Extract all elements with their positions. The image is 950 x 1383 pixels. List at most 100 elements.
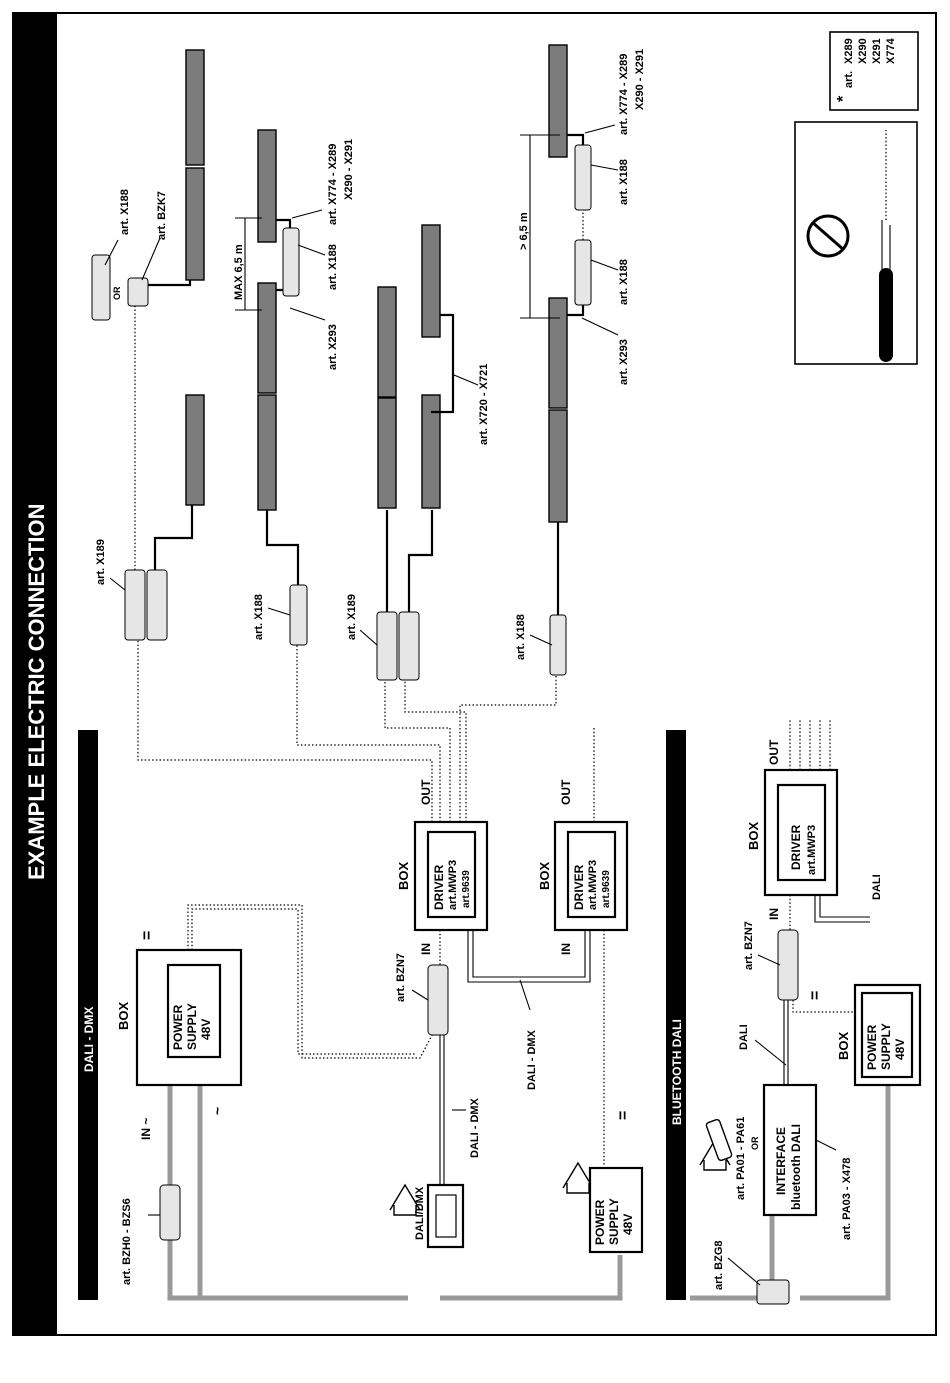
x188-4b-leader bbox=[590, 259, 619, 271]
bzh0-connector bbox=[159, 1184, 181, 1241]
dali-dmx-wire-label: DALI - DMX bbox=[469, 1097, 481, 1158]
x774-label-2b: X290 - X291 bbox=[634, 49, 646, 110]
bzg8-label: art. BZG8 bbox=[713, 1240, 725, 1290]
legend-item-4: X774 bbox=[885, 37, 897, 64]
x720-label: art. X720 - X721 bbox=[478, 364, 490, 445]
interface-line2: bluetooth DALI bbox=[789, 1124, 803, 1210]
light-bar-4c bbox=[548, 44, 568, 158]
bt-dc-label: = bbox=[807, 991, 824, 1000]
dc-wire-ps1b bbox=[191, 908, 416, 1055]
row2-lead bbox=[265, 510, 300, 585]
light-bar-2c bbox=[257, 129, 277, 243]
x189-1-leader bbox=[109, 577, 126, 591]
light-bar-1a bbox=[185, 394, 205, 506]
section-band-bluetooth bbox=[666, 730, 686, 1300]
driver3-dali-label: DALI bbox=[871, 874, 883, 900]
driver3-line2: art.MWP3 bbox=[806, 825, 818, 875]
bzn7-2-label: art. BZN7 bbox=[743, 921, 755, 970]
x189-splitter-1b bbox=[146, 569, 168, 641]
dmx-bus-leader bbox=[519, 979, 531, 1011]
ps2-line2: SUPPLY bbox=[607, 1198, 621, 1245]
bzn7-2-leader bbox=[757, 954, 781, 966]
row1-lead-a bbox=[153, 505, 194, 570]
row4-x293-lead bbox=[567, 305, 585, 317]
light-bar-3c bbox=[421, 394, 441, 509]
light-bar-3a bbox=[377, 397, 397, 509]
x188-label-4c: art. X188 bbox=[618, 159, 630, 205]
x189-splitter-1a bbox=[124, 569, 146, 641]
bt-dali-wire bbox=[783, 1000, 789, 1085]
x189-splitter-2a bbox=[376, 611, 398, 681]
ps3-line1: POWER bbox=[865, 1024, 879, 1070]
driver2-out-label: OUT bbox=[559, 779, 573, 805]
light-bar-3d bbox=[421, 224, 441, 338]
x188-4-leader bbox=[529, 634, 553, 646]
or-label-2: OR bbox=[750, 1136, 760, 1150]
mains-wire-1 bbox=[167, 1085, 408, 1301]
page-title: EXAMPLE ELECTRIC CONNECTION bbox=[24, 504, 49, 880]
ps1-line1: POWER bbox=[171, 1004, 185, 1050]
dali-dmx-controller bbox=[426, 1183, 465, 1249]
house-icon-1 bbox=[389, 1183, 421, 1216]
x188-label-2: art. X188 bbox=[253, 594, 265, 640]
bzn7-connector-1 bbox=[427, 964, 449, 1036]
bzk7-leader bbox=[141, 237, 161, 281]
pa01-label: art. PA01 - PA61 bbox=[735, 1117, 747, 1200]
driver3-dali-wire bbox=[814, 895, 870, 923]
ps3-box-label: BOX bbox=[836, 1032, 851, 1061]
x188-connector-4b bbox=[574, 239, 592, 306]
bzk7-label: art. BZK7 bbox=[156, 191, 168, 240]
power-supply-box-2 bbox=[588, 1166, 644, 1254]
x188-connector-4 bbox=[549, 614, 567, 676]
driver1-line2: art.MWP3 bbox=[447, 860, 459, 910]
driver2-in-label: IN bbox=[559, 943, 573, 955]
or-label-1: OR bbox=[112, 286, 122, 300]
pa03-label: art. PA03 - X478 bbox=[841, 1158, 853, 1240]
row2-upper-lead bbox=[276, 218, 292, 228]
bt-dali-leader bbox=[754, 1039, 787, 1066]
legend-box bbox=[829, 31, 919, 111]
ps2-dc-label: = bbox=[615, 1111, 632, 1120]
x188-2-leader bbox=[267, 607, 291, 616]
x188-label-4: art. X188 bbox=[515, 614, 527, 660]
legend-item-2: X290 bbox=[857, 38, 869, 64]
legend-item-3: X291 bbox=[871, 38, 883, 64]
bzn7-1-leader bbox=[411, 989, 429, 1001]
x774-label-2a: art. X774 - X289 bbox=[618, 54, 630, 135]
x188-label-4b: art. X188 bbox=[618, 259, 630, 305]
ps1-dc-label: = bbox=[139, 931, 156, 940]
dali-dmx-ctrl-wire bbox=[439, 1035, 445, 1185]
bzk7-connector bbox=[127, 277, 149, 307]
pa03-leader bbox=[815, 1139, 837, 1151]
ps1-box-label: BOX bbox=[116, 1002, 131, 1031]
ps2-line3: 48V bbox=[621, 1214, 635, 1235]
driver3-in-label: IN bbox=[767, 908, 781, 920]
x188-2b-leader bbox=[297, 244, 326, 256]
x188-top-leader bbox=[104, 239, 119, 266]
x774-1-leader bbox=[291, 209, 323, 219]
x188-label-top: art. X188 bbox=[119, 189, 131, 235]
out-wire-1 bbox=[137, 640, 433, 822]
dmx-bus-label: DALI - DMX bbox=[526, 1029, 538, 1090]
driver-inner-3 bbox=[776, 783, 827, 882]
x188-connector-4c bbox=[574, 144, 592, 211]
light-bar-4a bbox=[548, 409, 568, 523]
out-wire-2 bbox=[296, 645, 441, 822]
driver3-out-label: OUT bbox=[767, 739, 781, 765]
gt65-label: > 6,5 m bbox=[518, 212, 530, 250]
driver1-line3: art.9639 bbox=[461, 870, 472, 908]
interface-box bbox=[762, 1083, 818, 1217]
x293-1-leader bbox=[289, 307, 326, 321]
x189-splitter-2b bbox=[398, 611, 420, 681]
x720-lead bbox=[431, 313, 455, 414]
legend-star: * bbox=[835, 95, 852, 102]
ps1-line2: SUPPLY bbox=[185, 1003, 199, 1050]
driver2-line1: DRIVER bbox=[572, 864, 586, 910]
driver3-line1: DRIVER bbox=[789, 824, 803, 870]
driver3-box-label: BOX bbox=[746, 822, 761, 851]
x293-label-1: art. X293 bbox=[327, 324, 339, 370]
bzn7-connector-2 bbox=[777, 929, 799, 1001]
row4-upper-lead bbox=[567, 133, 585, 145]
x188-4c-leader bbox=[590, 164, 619, 171]
